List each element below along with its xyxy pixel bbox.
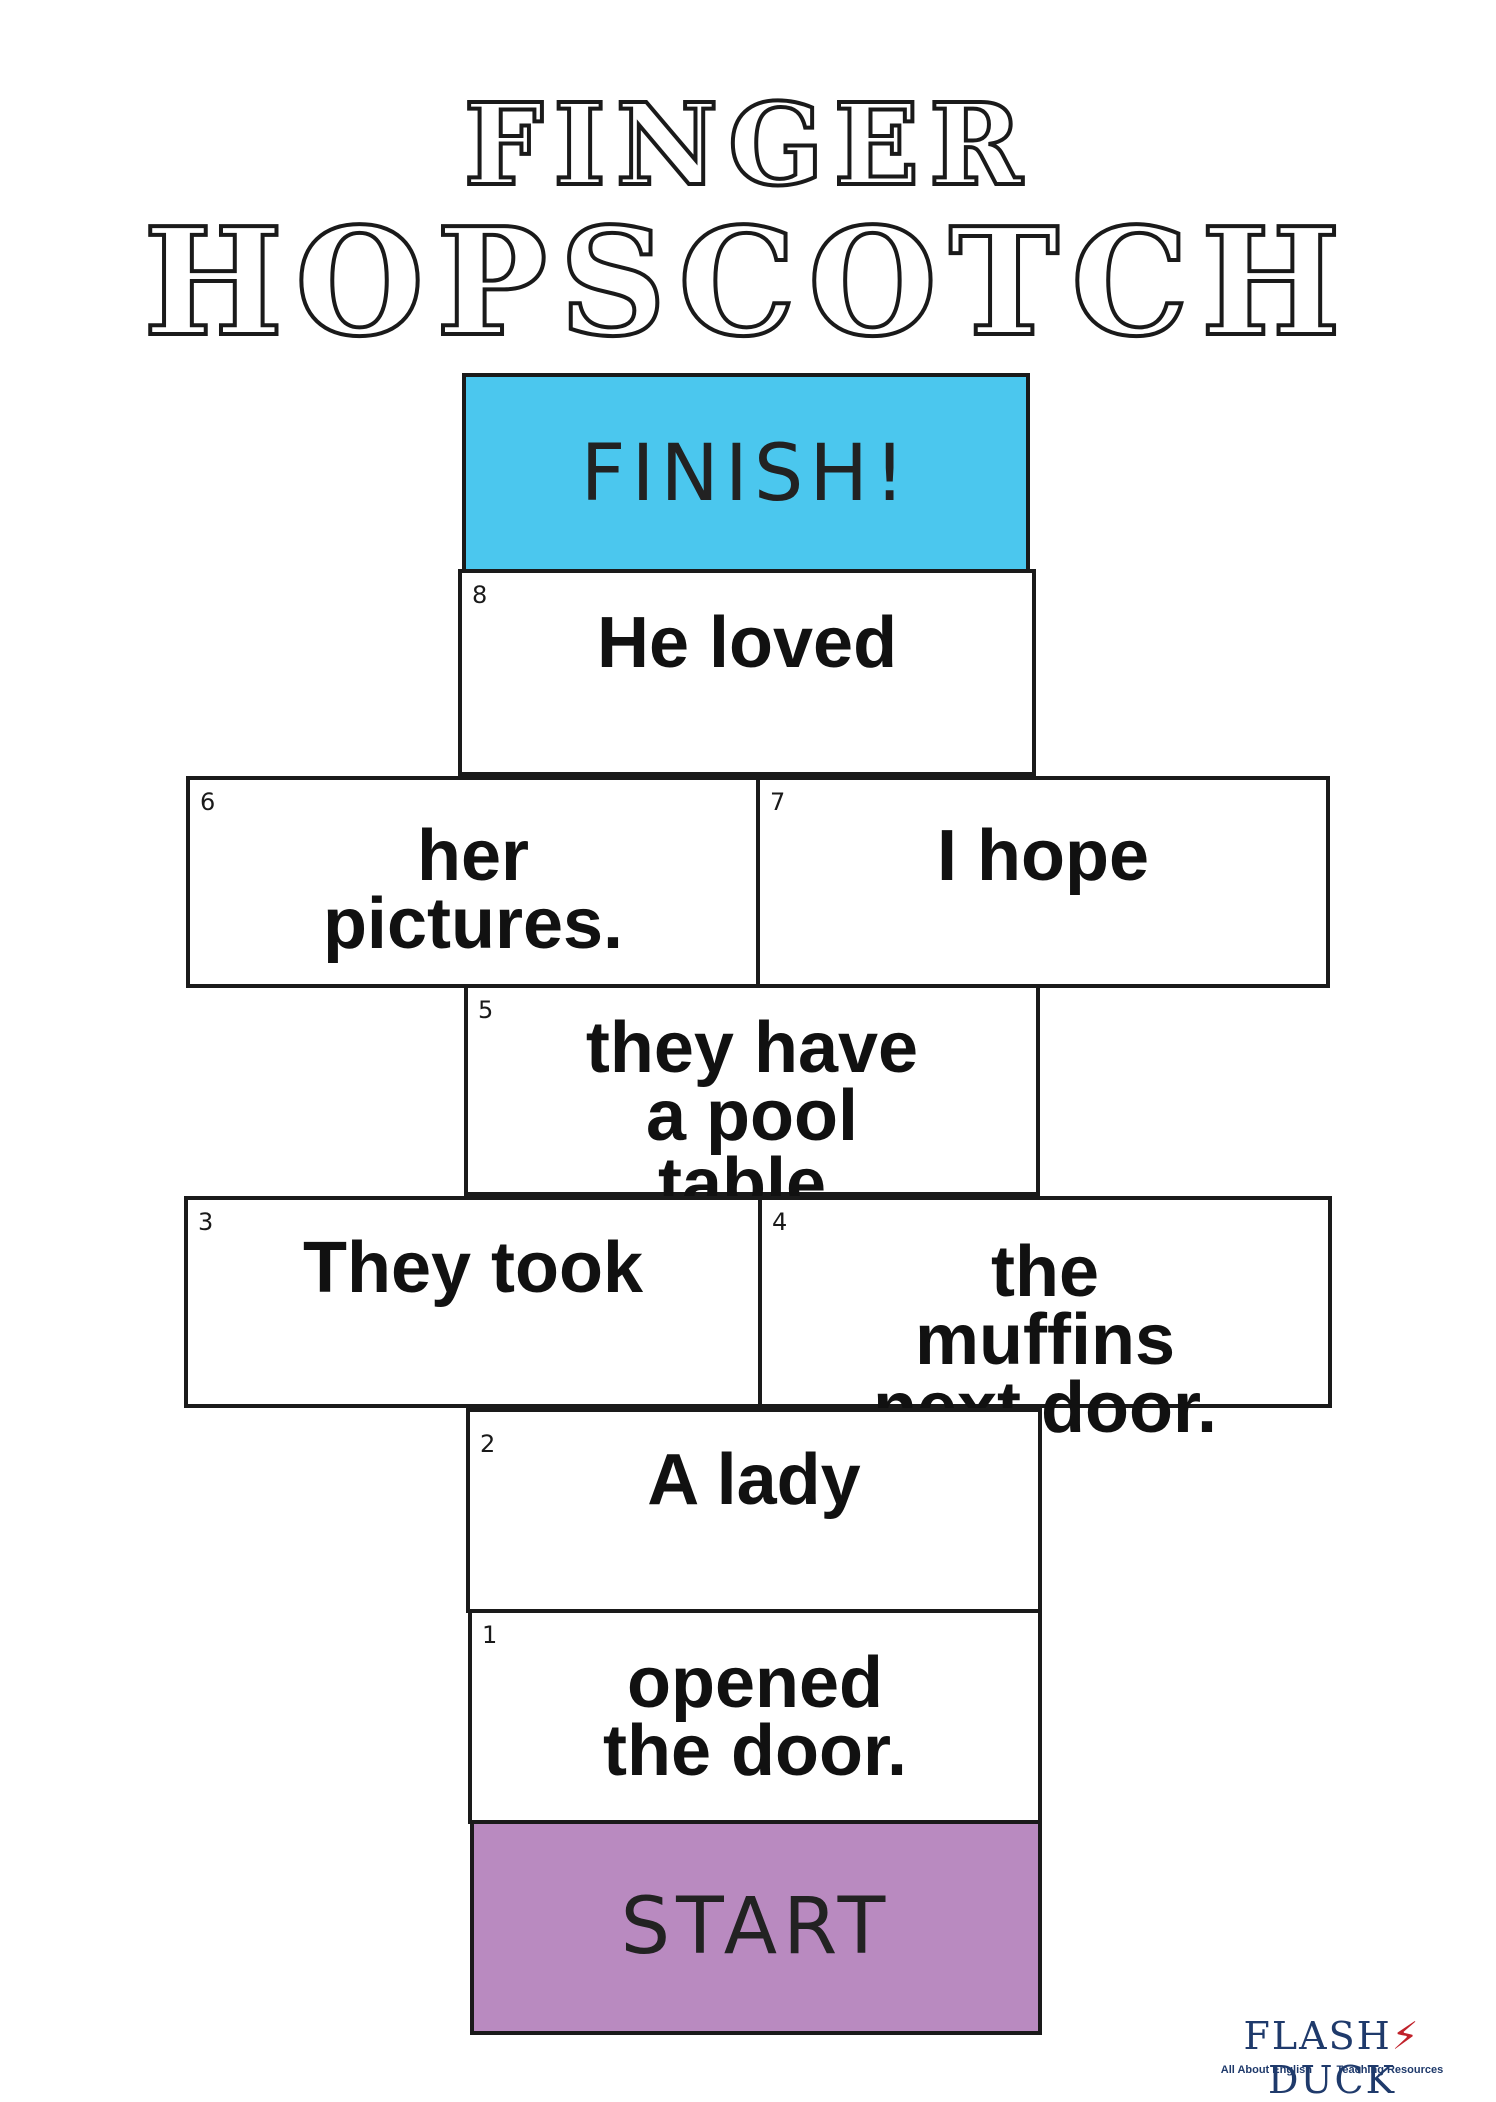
cell-number: 8 [472,581,488,609]
cell-text: her pictures. [322,816,624,964]
hopscotch-cell-2[interactable]: 2 A lady [466,1408,1042,1613]
cell-text: He loved [596,603,898,683]
hopscotch-cell-7[interactable]: 7 I hope [756,776,1330,988]
logo-tagline: All About English Teaching Resources [1220,2064,1444,2076]
hopscotch-cell-6[interactable]: 6 her pictures. [186,776,760,988]
finish-square[interactable]: FINISH! [462,373,1030,573]
cell-number: 7 [770,788,786,816]
cell-number: 4 [772,1208,788,1236]
cell-text: opened the door. [603,1643,907,1791]
hopscotch-cell-5[interactable]: 5 they have a pool table. [464,984,1040,1220]
hopscotch-cell-4[interactable]: 4 the muffins next door. [758,1196,1332,1444]
finish-label: FINISH! [580,429,912,519]
cell-number: 3 [198,1208,214,1236]
start-square[interactable]: START [470,1820,1042,2035]
cell-text: A lady [647,1440,861,1520]
cell-text: They took [302,1228,644,1308]
hopscotch-cell-8[interactable]: 8 He loved [458,569,1036,776]
logo-wordmark: FLASH⚡DUCK [1243,2014,1421,2102]
start-label: START [620,1882,892,1972]
cell-text: they have a pool table. [585,1008,919,1224]
cell-number: 6 [200,788,216,816]
flashduck-logo: FLASH⚡DUCK All About English Teaching Re… [1182,2014,1482,2102]
hopscotch-cell-3[interactable]: 3 They took [184,1196,762,1408]
lightning-icon: ⚡ [1391,2014,1421,2058]
hopscotch-cell-1[interactable]: 1 opened the door. [468,1609,1042,1824]
cell-text: I hope [937,816,1149,896]
cell-number: 1 [482,1621,498,1649]
title-line-2: HOPSCOTCH [141,193,1353,371]
title-line-1: FINGER [462,78,1033,213]
cell-number: 2 [480,1430,496,1458]
cell-number: 5 [478,996,494,1024]
